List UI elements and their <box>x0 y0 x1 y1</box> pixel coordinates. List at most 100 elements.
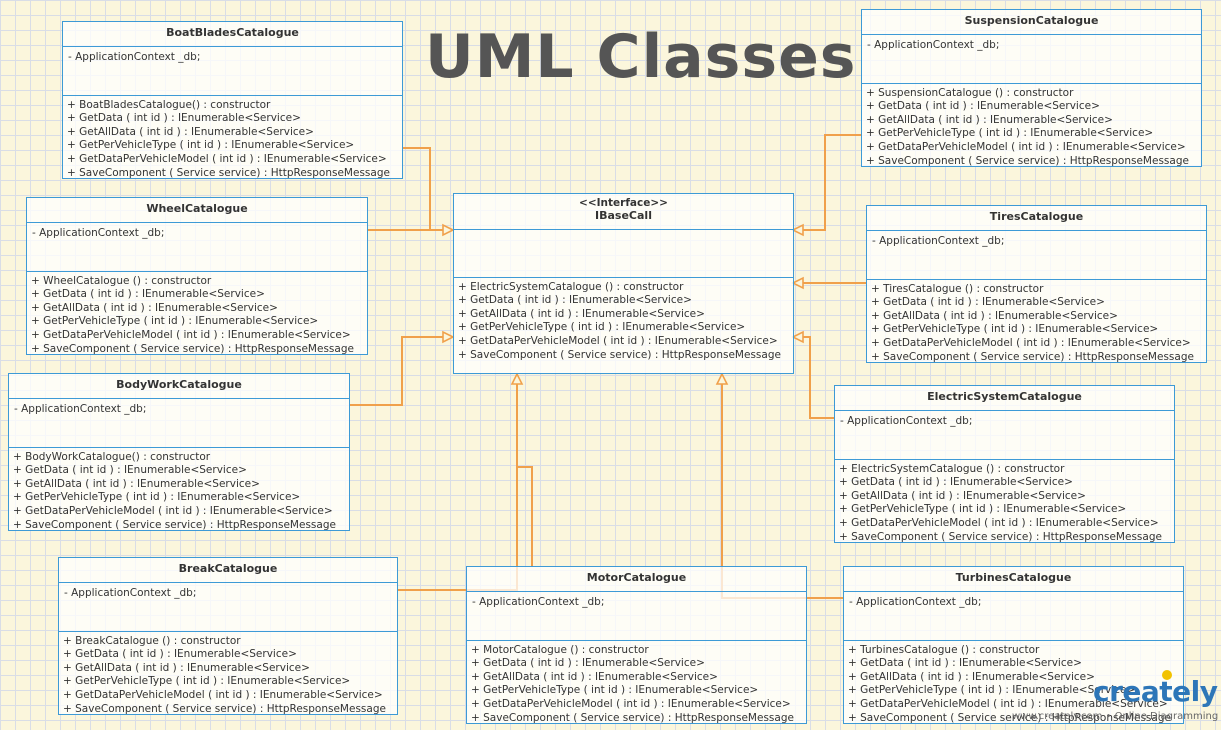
class-operations: + BreakCatalogue () : constructor + GetD… <box>59 632 397 720</box>
operation: + GetPerVehicleType ( int id ) : IEnumer… <box>471 684 759 697</box>
class-operations: + MotorCatalogue () : constructor + GetD… <box>467 641 806 729</box>
class-name: ElectricSystemCatalogue <box>835 386 1174 411</box>
class-motor[interactable]: MotorCatalogue - ApplicationContext _db;… <box>466 566 807 724</box>
operation: + SaveComponent ( Service service) : Htt… <box>839 530 1162 543</box>
operation: + SaveComponent ( Service service) : Htt… <box>471 711 794 724</box>
class-attributes: - ApplicationContext _db; <box>63 47 402 96</box>
operation: + BreakCatalogue () : constructor <box>63 634 241 647</box>
interface-stereotype: <<Interface>> <box>579 197 668 209</box>
operation: + GetPerVehicleType ( int id ) : IEnumer… <box>866 127 1154 140</box>
operation: + GetDataPerVehicleModel ( int id ) : IE… <box>67 152 387 165</box>
connector-suspension <box>800 134 861 231</box>
class-attributes: - ApplicationContext _db; <box>59 583 397 632</box>
operation: + ElectricSystemCatalogue () : construct… <box>839 462 1065 475</box>
operation: + SaveComponent ( Service service) : Htt… <box>848 711 1171 724</box>
operation: + GetAllData ( int id ) : IEnumerable<Se… <box>63 661 310 674</box>
operation: + GetData ( int id ) : IEnumerable<Servi… <box>848 657 1082 670</box>
class-operations: + TiresCatalogue () : constructor + GetD… <box>867 280 1206 368</box>
arrowhead-right-1 <box>791 223 804 237</box>
operation: + GetDataPerVehicleModel ( int id ) : IE… <box>471 697 791 710</box>
bulb-icon <box>1162 670 1172 680</box>
operation: + GetPerVehicleType ( int id ) : IEnumer… <box>848 684 1136 697</box>
class-operations: + WheelCatalogue () : constructor + GetD… <box>27 272 367 360</box>
arrowhead-left-2 <box>442 330 455 344</box>
operation: + GetData ( int id ) : IEnumerable<Servi… <box>13 464 247 477</box>
operation: + SaveComponent ( Service service) : Htt… <box>458 348 781 361</box>
class-bodywork[interactable]: BodyWorkCatalogue - ApplicationContext _… <box>8 373 350 531</box>
class-suspension[interactable]: SuspensionCatalogue - ApplicationContext… <box>861 9 1202 167</box>
class-attributes: - ApplicationContext _db; <box>835 411 1174 460</box>
operation: + GetData ( int id ) : IEnumerable<Servi… <box>839 476 1073 489</box>
class-name: WheelCatalogue <box>27 198 367 223</box>
operation: + TurbinesCatalogue () : constructor <box>848 643 1040 656</box>
operation: + GetAllData ( int id ) : IEnumerable<Se… <box>866 113 1113 126</box>
class-attributes: - ApplicationContext _db; <box>9 399 349 448</box>
operation: + GetData ( int id ) : IEnumerable<Servi… <box>67 112 301 125</box>
operation: + GetData ( int id ) : IEnumerable<Servi… <box>871 296 1105 309</box>
operation: + SaveComponent ( Service service) : Htt… <box>866 154 1189 167</box>
operation: + SaveComponent ( Service service) : Htt… <box>67 166 390 179</box>
creately-logo: creately <box>1093 675 1218 708</box>
class-wheel[interactable]: WheelCatalogue - ApplicationContext _db;… <box>26 197 368 355</box>
operation: + GetDataPerVehicleModel ( int id ) : IE… <box>871 336 1191 349</box>
operation: + GetPerVehicleType ( int id ) : IEnumer… <box>31 315 319 328</box>
operation: + GetPerVehicleType ( int id ) : IEnumer… <box>458 321 746 334</box>
class-name: TiresCatalogue <box>867 206 1206 231</box>
operation: + GetAllData ( int id ) : IEnumerable<Se… <box>871 309 1118 322</box>
operation: + SaveComponent ( Service service) : Htt… <box>63 702 386 715</box>
class-attributes: - ApplicationContext _db; <box>467 592 806 641</box>
operation: + GetPerVehicleType ( int id ) : IEnumer… <box>13 491 301 504</box>
class-attributes: - ApplicationContext _db; <box>844 592 1183 641</box>
operation: + GetAllData ( int id ) : IEnumerable<Se… <box>848 670 1095 683</box>
class-operations: + TurbinesCatalogue () : constructor + G… <box>844 641 1183 729</box>
class-name: MotorCatalogue <box>467 567 806 592</box>
connector-motor <box>517 466 533 567</box>
operation: + TiresCatalogue () : constructor <box>871 282 1044 295</box>
class-turbines[interactable]: TurbinesCatalogue - ApplicationContext _… <box>843 566 1184 724</box>
class-electric[interactable]: ElectricSystemCatalogue - ApplicationCon… <box>834 385 1175 543</box>
operation: + GetDataPerVehicleModel ( int id ) : IE… <box>839 516 1159 529</box>
class-name: SuspensionCatalogue <box>862 10 1201 35</box>
class-operations: + ElectricSystemCatalogue () : construct… <box>835 460 1174 548</box>
operation: + GetData ( int id ) : IEnumerable<Servi… <box>63 648 297 661</box>
diagram-title: UML Classes <box>425 22 857 92</box>
operation: + BodyWorkCatalogue() : constructor <box>13 450 211 463</box>
class-attributes: - ApplicationContext _db; <box>862 35 1201 84</box>
operation: + WheelCatalogue () : constructor <box>31 274 212 287</box>
operation: + GetDataPerVehicleModel ( int id ) : IE… <box>848 697 1168 710</box>
operation: + GetData ( int id ) : IEnumerable<Servi… <box>471 657 705 670</box>
arrowhead-right-2 <box>791 276 804 290</box>
class-break[interactable]: BreakCatalogue - ApplicationContext _db;… <box>58 557 398 715</box>
operation: + GetData ( int id ) : IEnumerable<Servi… <box>866 100 1100 113</box>
class-name: BodyWorkCatalogue <box>9 374 349 399</box>
operation: + ElectricSystemCatalogue () : construct… <box>458 280 684 293</box>
arrowhead-up-1 <box>510 372 524 385</box>
operation: + GetData ( int id ) : IEnumerable<Servi… <box>31 288 265 301</box>
operation: + GetAllData ( int id ) : IEnumerable<Se… <box>471 670 718 683</box>
interface-operations: + ElectricSystemCatalogue () : construct… <box>454 278 793 366</box>
class-attributes: - ApplicationContext _db; <box>27 223 367 272</box>
operation: + GetPerVehicleType ( int id ) : IEnumer… <box>839 503 1127 516</box>
operation: + GetDataPerVehicleModel ( int id ) : IE… <box>63 688 383 701</box>
class-name: BoatBladesCatalogue <box>63 22 402 47</box>
operation: + GetData ( int id ) : IEnumerable<Servi… <box>458 294 692 307</box>
operation: + BoatBladesCatalogue() : constructor <box>67 98 271 111</box>
class-operations: + BoatBladesCatalogue() : constructor + … <box>63 96 402 184</box>
arrowhead-left-1 <box>442 223 455 237</box>
operation: + GetAllData ( int id ) : IEnumerable<Se… <box>458 307 705 320</box>
operation: + GetPerVehicleType ( int id ) : IEnumer… <box>67 139 355 152</box>
class-boatblades[interactable]: BoatBladesCatalogue - ApplicationContext… <box>62 21 403 179</box>
class-attributes: - ApplicationContext _db; <box>867 231 1206 280</box>
operation: + GetPerVehicleType ( int id ) : IEnumer… <box>63 675 351 688</box>
operation: + SaveComponent ( Service service) : Htt… <box>31 342 354 355</box>
operation: + GetAllData ( int id ) : IEnumerable<Se… <box>839 489 1086 502</box>
creately-tagline: www.creately.com • Online Diagramming <box>1012 711 1219 722</box>
interface-ibasecall[interactable]: <<Interface>> IBaseCall + ElectricSystem… <box>453 193 794 374</box>
operation: + GetDataPerVehicleModel ( int id ) : IE… <box>866 140 1186 153</box>
operation: + GetAllData ( int id ) : IEnumerable<Se… <box>31 301 278 314</box>
class-name: BreakCatalogue <box>59 558 397 583</box>
class-tires[interactable]: TiresCatalogue - ApplicationContext _db;… <box>866 205 1207 363</box>
operation: + GetAllData ( int id ) : IEnumerable<Se… <box>13 477 260 490</box>
operation: + MotorCatalogue () : constructor <box>471 643 649 656</box>
interface-attributes <box>454 230 793 278</box>
